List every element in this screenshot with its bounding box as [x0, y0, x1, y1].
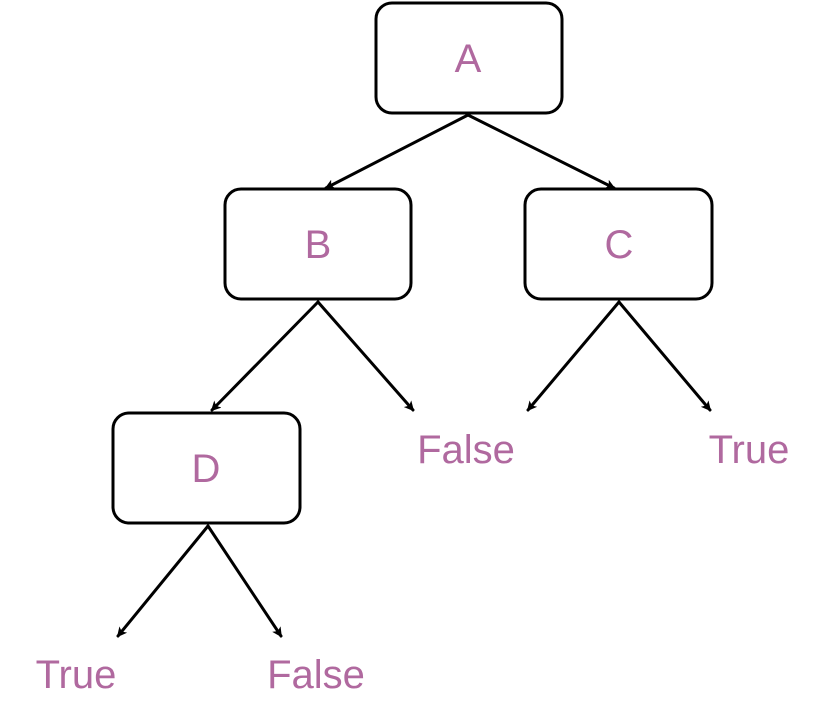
- edge-c-to-false: [526, 300, 621, 412]
- edge-a-to-c: [466, 113, 616, 190]
- node-c-box: [523, 187, 714, 301]
- node-d: D: [111, 411, 302, 525]
- node-a-box: [374, 1, 564, 115]
- node-a-label: A: [455, 37, 482, 81]
- node-c: C: [523, 187, 714, 301]
- leaf-d-true: True: [36, 653, 117, 697]
- node-b-box: [223, 187, 413, 301]
- edges: [116, 113, 712, 638]
- node-c-label: C: [605, 223, 634, 267]
- leaf-c-true: True: [709, 428, 790, 472]
- node-b-label: B: [305, 223, 332, 267]
- edge-d-to-false: [206, 524, 283, 638]
- node-d-box: [111, 411, 302, 525]
- edge-b-to-false: [316, 300, 415, 412]
- node-b: B: [223, 187, 413, 301]
- edge-c-to-true: [617, 300, 712, 412]
- edge-a-to-b: [324, 113, 470, 190]
- node-a: A: [374, 1, 564, 115]
- leaf-d-false: False: [267, 653, 365, 697]
- edge-d-to-true: [116, 524, 210, 638]
- edge-b-to-d: [210, 300, 320, 412]
- leaf-b-false: False: [417, 428, 515, 472]
- node-d-label: D: [192, 447, 221, 491]
